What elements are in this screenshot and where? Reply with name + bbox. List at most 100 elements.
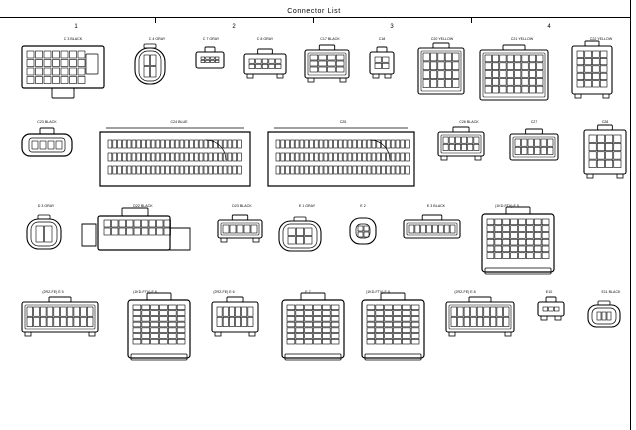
connector-inner-shell bbox=[440, 134, 482, 154]
connector-c7[interactable] bbox=[195, 46, 225, 69]
connector-c25[interactable] bbox=[267, 127, 415, 187]
terminal-cavity bbox=[588, 151, 597, 160]
terminal-cavity bbox=[286, 327, 296, 333]
terminal-cavity bbox=[420, 224, 426, 234]
connector-c3[interactable] bbox=[21, 45, 105, 99]
connector-e5-2rz[interactable] bbox=[21, 296, 99, 337]
connector-curve bbox=[369, 139, 391, 161]
connector-label-c28: C28 bbox=[602, 120, 609, 124]
connector-e6-1kd[interactable] bbox=[127, 292, 191, 361]
terminal-cavity bbox=[216, 306, 223, 317]
terminal-cavity bbox=[295, 316, 304, 322]
connector-e2[interactable] bbox=[349, 217, 377, 245]
connector-d23[interactable] bbox=[217, 214, 263, 243]
connector-d22[interactable] bbox=[81, 207, 191, 251]
terminal-cavity bbox=[299, 152, 305, 162]
terminal-cavity bbox=[526, 232, 534, 239]
terminal-cavity bbox=[554, 306, 560, 312]
connector-e1[interactable] bbox=[278, 216, 322, 252]
connector-e10[interactable] bbox=[537, 296, 565, 321]
terminal-cavity bbox=[294, 139, 300, 149]
terminal-cavity bbox=[547, 138, 554, 147]
connector-c24[interactable] bbox=[99, 127, 251, 187]
connector-c28[interactable] bbox=[583, 124, 627, 179]
terminal-cavity bbox=[26, 59, 35, 67]
terminal-cavity bbox=[473, 136, 480, 144]
terminal-cavity bbox=[521, 62, 529, 70]
terminal-cavity bbox=[347, 139, 353, 149]
connector-c21[interactable] bbox=[479, 44, 549, 101]
connector-outline bbox=[278, 220, 322, 252]
connector-label-c23: C23 BLACK bbox=[37, 120, 57, 124]
connector-c4[interactable] bbox=[134, 43, 166, 85]
terminal-cavity bbox=[213, 152, 218, 162]
terminal-cavity bbox=[286, 316, 296, 322]
terminal-cavity bbox=[382, 62, 390, 69]
terminal-cavity bbox=[599, 80, 608, 88]
terminal-cavity bbox=[117, 152, 122, 162]
terminal-cavity bbox=[160, 139, 165, 149]
terminal-cavity bbox=[136, 152, 141, 162]
connector-e3[interactable] bbox=[403, 214, 461, 239]
terminal-cavity bbox=[375, 327, 384, 333]
terminal-cavity bbox=[606, 311, 612, 321]
terminal-cavity bbox=[176, 316, 186, 322]
connector-e8-2rz[interactable] bbox=[445, 296, 515, 337]
connector-outline bbox=[369, 51, 395, 75]
terminal-cavity bbox=[176, 310, 186, 316]
terminal-cavity bbox=[126, 152, 132, 162]
terminal-cavity bbox=[327, 54, 336, 61]
connector-label-c4: C 4 GRAY bbox=[149, 37, 166, 41]
terminal-cavity bbox=[494, 225, 503, 232]
terminal-cavity bbox=[174, 139, 180, 149]
terminal-cavity bbox=[518, 252, 526, 259]
connector-e6-2rz[interactable] bbox=[211, 296, 259, 337]
terminal-cavity bbox=[402, 304, 411, 311]
connector-c8[interactable] bbox=[243, 48, 287, 79]
terminal-cavity bbox=[506, 78, 514, 86]
mount-foot bbox=[307, 77, 315, 83]
connector-label-e7: E 7 bbox=[305, 290, 310, 294]
terminal-cavity bbox=[596, 151, 605, 160]
connector-d3[interactable] bbox=[26, 214, 62, 250]
connector-outline bbox=[26, 218, 62, 250]
terminal-cavity bbox=[43, 76, 52, 84]
terminal-cavity bbox=[526, 218, 534, 226]
terminal-cavity bbox=[232, 152, 237, 162]
connector-e8-1kd[interactable] bbox=[361, 292, 425, 361]
connector-e7[interactable] bbox=[281, 292, 345, 361]
terminal-cavity bbox=[410, 304, 420, 311]
terminal-cavity bbox=[304, 139, 309, 149]
terminal-cavity bbox=[484, 70, 492, 78]
connector-c18[interactable] bbox=[369, 46, 395, 79]
terminal-cavity bbox=[296, 236, 304, 245]
connector-c23[interactable] bbox=[21, 127, 73, 157]
terminal-cavity bbox=[184, 139, 189, 149]
terminal-cavity bbox=[455, 136, 461, 144]
terminal-cavity bbox=[335, 54, 345, 61]
terminal-cavity bbox=[499, 54, 507, 63]
connector-c17[interactable] bbox=[304, 44, 350, 83]
connector-e5-1kd[interactable] bbox=[481, 206, 555, 275]
terminal-cavity bbox=[46, 316, 54, 327]
terminal-cavity bbox=[347, 152, 353, 162]
connector-c22[interactable] bbox=[571, 40, 613, 99]
terminal-cavity bbox=[126, 227, 134, 236]
terminal-cavity bbox=[384, 338, 393, 345]
terminal-cavity bbox=[506, 54, 514, 63]
connector-c20[interactable] bbox=[417, 42, 465, 95]
terminal-cavity bbox=[584, 58, 592, 66]
connector-e11[interactable] bbox=[587, 300, 621, 328]
terminal-cavity bbox=[448, 143, 455, 151]
terminal-cavity bbox=[584, 65, 592, 73]
terminal-cavity bbox=[286, 333, 296, 339]
connector-c26[interactable] bbox=[437, 126, 485, 161]
terminal-cavity bbox=[165, 139, 170, 149]
terminal-cavity bbox=[393, 304, 402, 311]
terminal-cavity bbox=[410, 327, 420, 333]
terminal-cavity bbox=[449, 224, 456, 234]
terminal-cavity bbox=[80, 306, 87, 317]
connector-c27[interactable] bbox=[509, 128, 559, 161]
terminal-cavity bbox=[122, 139, 127, 149]
terminal-cavity bbox=[384, 333, 393, 339]
